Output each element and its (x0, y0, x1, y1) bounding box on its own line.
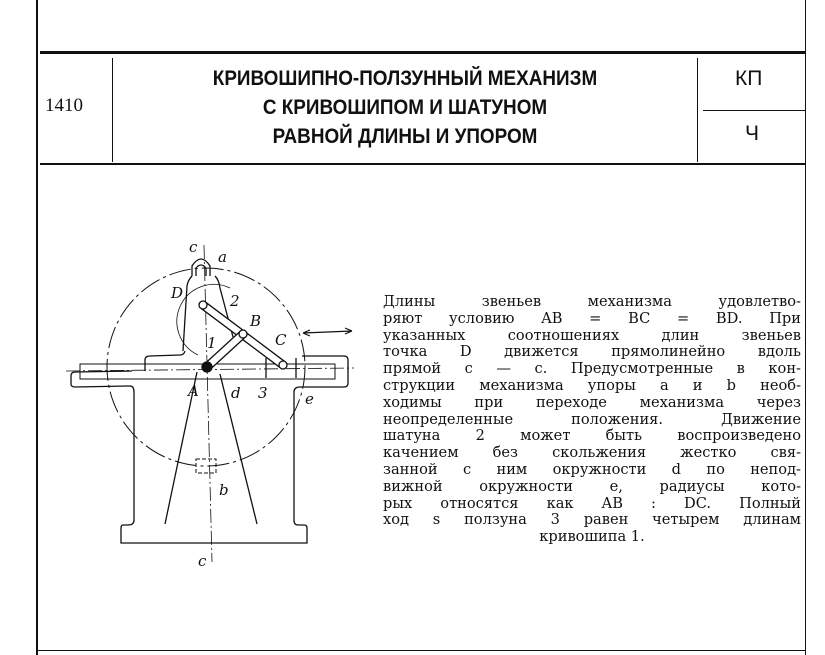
header-right-divider (697, 58, 698, 162)
double-arrow-icon (302, 327, 353, 337)
description-line: занной с ним окружности d по непод- (383, 460, 801, 478)
label-C: C (275, 331, 287, 349)
description-line: ход s ползуна 3 равен четырем длинам (383, 511, 801, 529)
label-A: A (186, 382, 199, 400)
stop-b (195, 458, 217, 474)
description-text: Длины звеньев механизма удовлетво- ряют … (383, 293, 801, 546)
circle-d-arc (176, 283, 231, 356)
page-right-border (805, 0, 806, 655)
label-d: d (231, 384, 241, 402)
joint-A (201, 361, 213, 373)
title-line: РАВНОЙ ДЛИНЫ И УПОРОМ (272, 125, 538, 148)
description-line: неопределенные положения. Движение (383, 410, 801, 428)
header-bottom-rule (40, 163, 806, 165)
header-top-rule (40, 51, 806, 54)
label-2: 2 (229, 292, 240, 310)
description-line: рых относятся как AB : DC. Полный (383, 494, 801, 512)
label-e: e (305, 390, 314, 408)
crank-1-AB-inner (203, 330, 247, 371)
label-b: b (219, 481, 229, 499)
page-left-border (36, 0, 38, 655)
description-line: шатуна 2 может быть воспроизведено (383, 427, 801, 445)
description-line: ряют условию AB = BC = BD. При (383, 309, 801, 327)
mechanism-number: 1410 (45, 95, 83, 116)
label-3: 3 (258, 384, 268, 402)
description-line: ходимы при переходе механизма через (383, 393, 801, 411)
header-left-divider (112, 58, 113, 162)
class-code: КП (735, 67, 763, 90)
description-line: указанных соотношениях длин звеньев (383, 326, 801, 344)
subclass-code: Ч (745, 122, 759, 145)
title-line: КРИВОШИПНО-ПОЛЗУННЫЙ МЕХАНИЗМ (212, 67, 598, 90)
joint-C (278, 360, 288, 370)
joint-B (238, 329, 248, 339)
joint-D (198, 300, 208, 310)
slider-3 (265, 358, 297, 378)
description-line: вижной окружности e, радиусы кото- (383, 477, 801, 495)
page-bottom-rule (36, 650, 806, 651)
label-D: D (170, 284, 183, 302)
page-title: КРИВОШИПНО-ПОЛЗУННЫЙ МЕХАНИЗМ С КРИВОШИП… (142, 64, 668, 151)
label-c-top: c (189, 238, 198, 256)
description-line: качением без скольжения жестко свя- (383, 444, 801, 462)
description-line: кривошипа 1. (539, 528, 645, 546)
description-line: точка D движется прямолинейно вдоль (383, 343, 801, 361)
label-a: a (218, 248, 227, 266)
description-line: струкции механизма упоры a и b необ- (383, 376, 801, 394)
title-line: С КРИВОШИПОМ И ШАТУНОМ (262, 96, 548, 119)
frame-body (70, 355, 349, 544)
stop-a (191, 258, 211, 276)
label-1: 1 (207, 334, 217, 352)
centerline-c-c (203, 244, 213, 563)
description-line: прямой c — c. Предусмотренные в кон- (383, 360, 801, 378)
label-B: B (249, 312, 261, 330)
code-divider (703, 110, 806, 111)
frame-column (144, 275, 258, 525)
description-line: Длины звеньев механизма удовлетво- (383, 293, 801, 310)
label-c-bottom: c (198, 552, 207, 570)
